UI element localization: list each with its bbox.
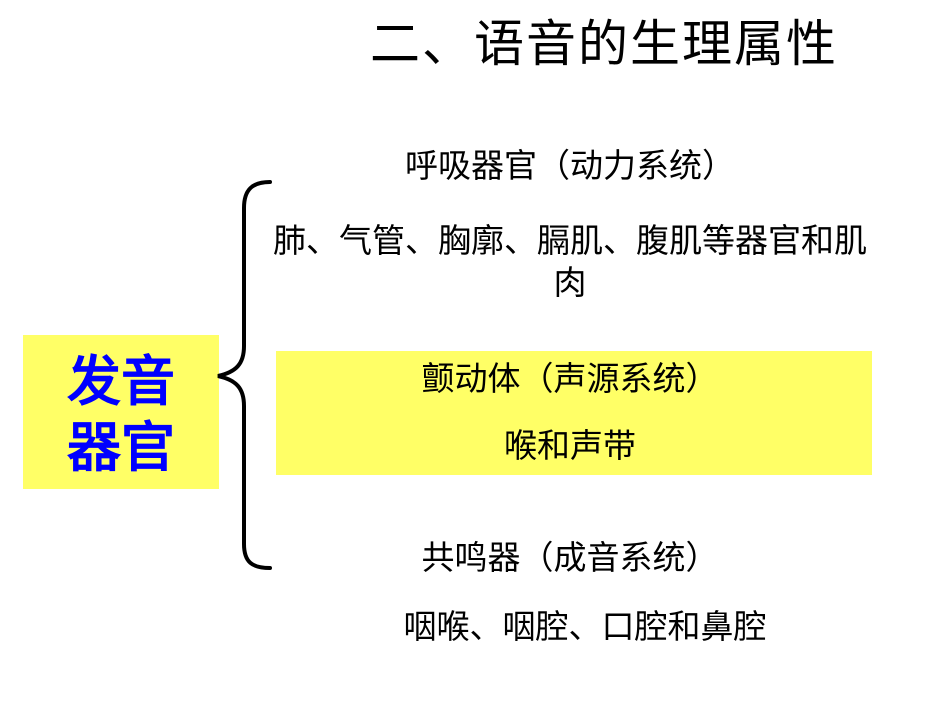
curly-brace xyxy=(217,180,272,570)
page-title: 二、语音的生理属性 xyxy=(370,15,838,73)
resonator-heading: 共鸣器（成音系统） xyxy=(421,538,719,577)
vibrator-heading: 颤动体（声源系统） xyxy=(421,359,719,398)
vibrator-detail: 喉和声带 xyxy=(504,426,636,465)
resonator-detail: 咽喉、咽腔、口腔和鼻腔 xyxy=(403,607,767,646)
speech-organ-label: 发音 器官 xyxy=(23,349,219,481)
speech-organ-label-line2: 器官 xyxy=(67,416,175,479)
respiratory-detail: 肺、气管、胸廓、膈肌、腹肌等器官和肌肉 xyxy=(273,221,867,302)
speech-organ-box: 发音 器官 xyxy=(23,335,219,489)
respiratory-heading: 呼吸器官（动力系统） xyxy=(405,146,735,185)
vibrator-highlight xyxy=(276,351,872,475)
speech-organ-label-line1: 发音 xyxy=(67,350,175,413)
